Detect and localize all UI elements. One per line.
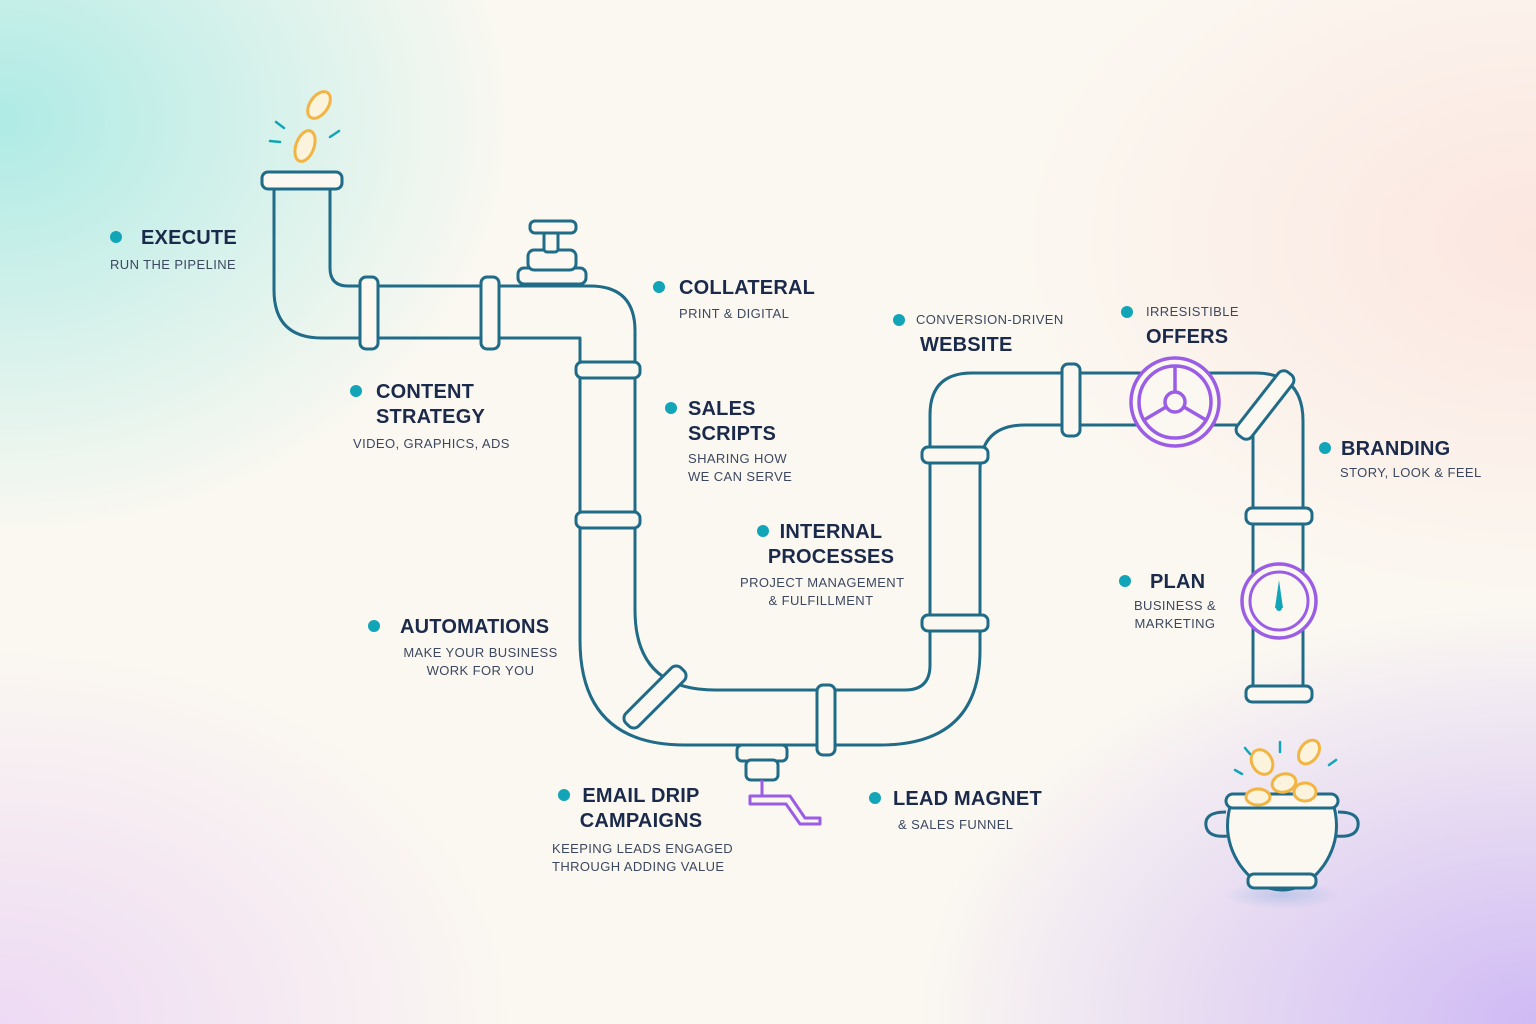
bullet-dot bbox=[653, 281, 665, 293]
valve-icon bbox=[516, 219, 588, 286]
stage-pretitle: CONVERSION-DRIVEN bbox=[916, 312, 1064, 327]
stage-title: EMAIL DRIP bbox=[582, 785, 700, 807]
stage-title: CAMPAIGNS bbox=[579, 810, 703, 832]
stage-subtitle: PROJECT MANAGEMENT bbox=[740, 575, 905, 590]
stage-title: PROCESSES bbox=[767, 546, 895, 568]
stage-subtitle: VIDEO, GRAPHICS, ADS bbox=[353, 436, 510, 451]
coupling-outlet bbox=[1244, 684, 1314, 704]
coupling bbox=[920, 445, 990, 465]
bullet-dot bbox=[665, 402, 677, 414]
stage-internal-processes: INTERNAL PROCESSES PROJECT MANAGEMENT & … bbox=[740, 520, 905, 610]
bullet-dot bbox=[368, 620, 380, 632]
stage-subtitle: BUSINESS & bbox=[1133, 598, 1217, 613]
stage-title: STRATEGY bbox=[376, 406, 486, 428]
stage-subtitle: THROUGH ADDING VALUE bbox=[552, 859, 725, 874]
spigot-icon bbox=[735, 743, 822, 826]
stage-subtitle: MARKETING bbox=[1134, 616, 1216, 631]
wheel-valve-icon bbox=[1129, 356, 1221, 448]
stage-title: BRANDING bbox=[1341, 438, 1451, 460]
stage-offers: IRRESISTIBLE OFFERS bbox=[1121, 303, 1239, 350]
stage-title: EXECUTE bbox=[141, 227, 237, 249]
stage-content-strategy: CONTENT STRATEGY VIDEO, GRAPHICS, ADS bbox=[350, 380, 510, 453]
stage-subtitle: & SALES FUNNEL bbox=[898, 817, 1014, 832]
bullet-dot bbox=[350, 385, 362, 397]
pressure-gauge-icon bbox=[1240, 562, 1318, 640]
stage-automations: AUTOMATIONS MAKE YOUR BUSINESS WORK FOR … bbox=[368, 615, 573, 680]
coin-icon bbox=[1244, 738, 1321, 807]
stage-collateral: COLLATERAL PRINT & DIGITAL bbox=[653, 276, 815, 323]
stage-branding: BRANDING STORY, LOOK & FEEL bbox=[1319, 437, 1482, 482]
coupling bbox=[1234, 369, 1296, 441]
bullet-dot bbox=[1121, 306, 1133, 318]
stage-title: SALES bbox=[688, 398, 756, 420]
bullet-dot bbox=[558, 789, 570, 801]
stage-subtitle: STORY, LOOK & FEEL bbox=[1340, 465, 1482, 480]
stage-execute: EXECUTE RUN THE PIPELINE bbox=[110, 226, 237, 274]
stage-pretitle: IRRESISTIBLE bbox=[1146, 304, 1239, 319]
stage-title: INTERNAL bbox=[779, 521, 883, 543]
stage-website: CONVERSION-DRIVEN WEBSITE bbox=[893, 311, 1064, 358]
coupling bbox=[622, 664, 688, 730]
stage-email-drip-campaigns: EMAIL DRIP CAMPAIGNS KEEPING LEADS ENGAG… bbox=[552, 784, 734, 876]
coupling bbox=[1244, 506, 1314, 526]
stage-subtitle: KEEPING LEADS ENGAGED bbox=[552, 841, 734, 856]
stage-title: SCRIPTS bbox=[688, 423, 777, 445]
bullet-dot bbox=[1119, 575, 1131, 587]
pipe-inner-edge bbox=[328, 186, 1305, 702]
stage-subtitle: WE CAN SERVE bbox=[688, 469, 793, 484]
stage-title: PLAN bbox=[1150, 571, 1206, 593]
coupling bbox=[574, 510, 642, 530]
coupling bbox=[479, 275, 501, 351]
coupling-top-inlet bbox=[260, 170, 344, 191]
bullet-dot bbox=[757, 525, 769, 537]
stage-subtitle: WORK FOR YOU bbox=[426, 663, 535, 678]
coupling bbox=[815, 683, 837, 757]
stage-title: COLLATERAL bbox=[679, 277, 816, 299]
sparkle-lines bbox=[268, 120, 341, 144]
pipe-couplings bbox=[260, 170, 1314, 757]
stage-subtitle: RUN THE PIPELINE bbox=[110, 257, 237, 272]
stage-title: WEBSITE bbox=[920, 334, 1013, 356]
stage-subtitle: PRINT & DIGITAL bbox=[679, 306, 790, 321]
stage-title: LEAD MAGNET bbox=[893, 788, 1042, 810]
coupling bbox=[920, 613, 990, 633]
stage-sales-scripts: SALES SCRIPTS SHARING HOW WE CAN SERVE bbox=[665, 397, 792, 486]
bullet-dot bbox=[110, 231, 122, 243]
bullet-dot bbox=[1319, 442, 1331, 454]
pot-of-coins-icon bbox=[1204, 738, 1360, 909]
coupling bbox=[1060, 362, 1082, 438]
stage-lead-magnet: LEAD MAGNET & SALES FUNNEL bbox=[869, 787, 1042, 834]
bullet-dot bbox=[869, 792, 881, 804]
coin-icon bbox=[293, 90, 332, 163]
bullet-dot bbox=[893, 314, 905, 326]
stage-plan: PLAN BUSINESS & MARKETING bbox=[1119, 570, 1231, 633]
coupling bbox=[358, 275, 380, 351]
stage-subtitle: & FULFILLMENT bbox=[768, 593, 874, 608]
sparkle-lines bbox=[1233, 740, 1338, 776]
coupling bbox=[574, 360, 642, 380]
stage-title: OFFERS bbox=[1146, 326, 1229, 348]
stage-subtitle: MAKE YOUR BUSINESS bbox=[403, 645, 558, 660]
stage-title: AUTOMATIONS bbox=[400, 616, 550, 638]
stage-subtitle: SHARING HOW bbox=[688, 451, 788, 466]
stage-title: CONTENT bbox=[376, 381, 475, 403]
